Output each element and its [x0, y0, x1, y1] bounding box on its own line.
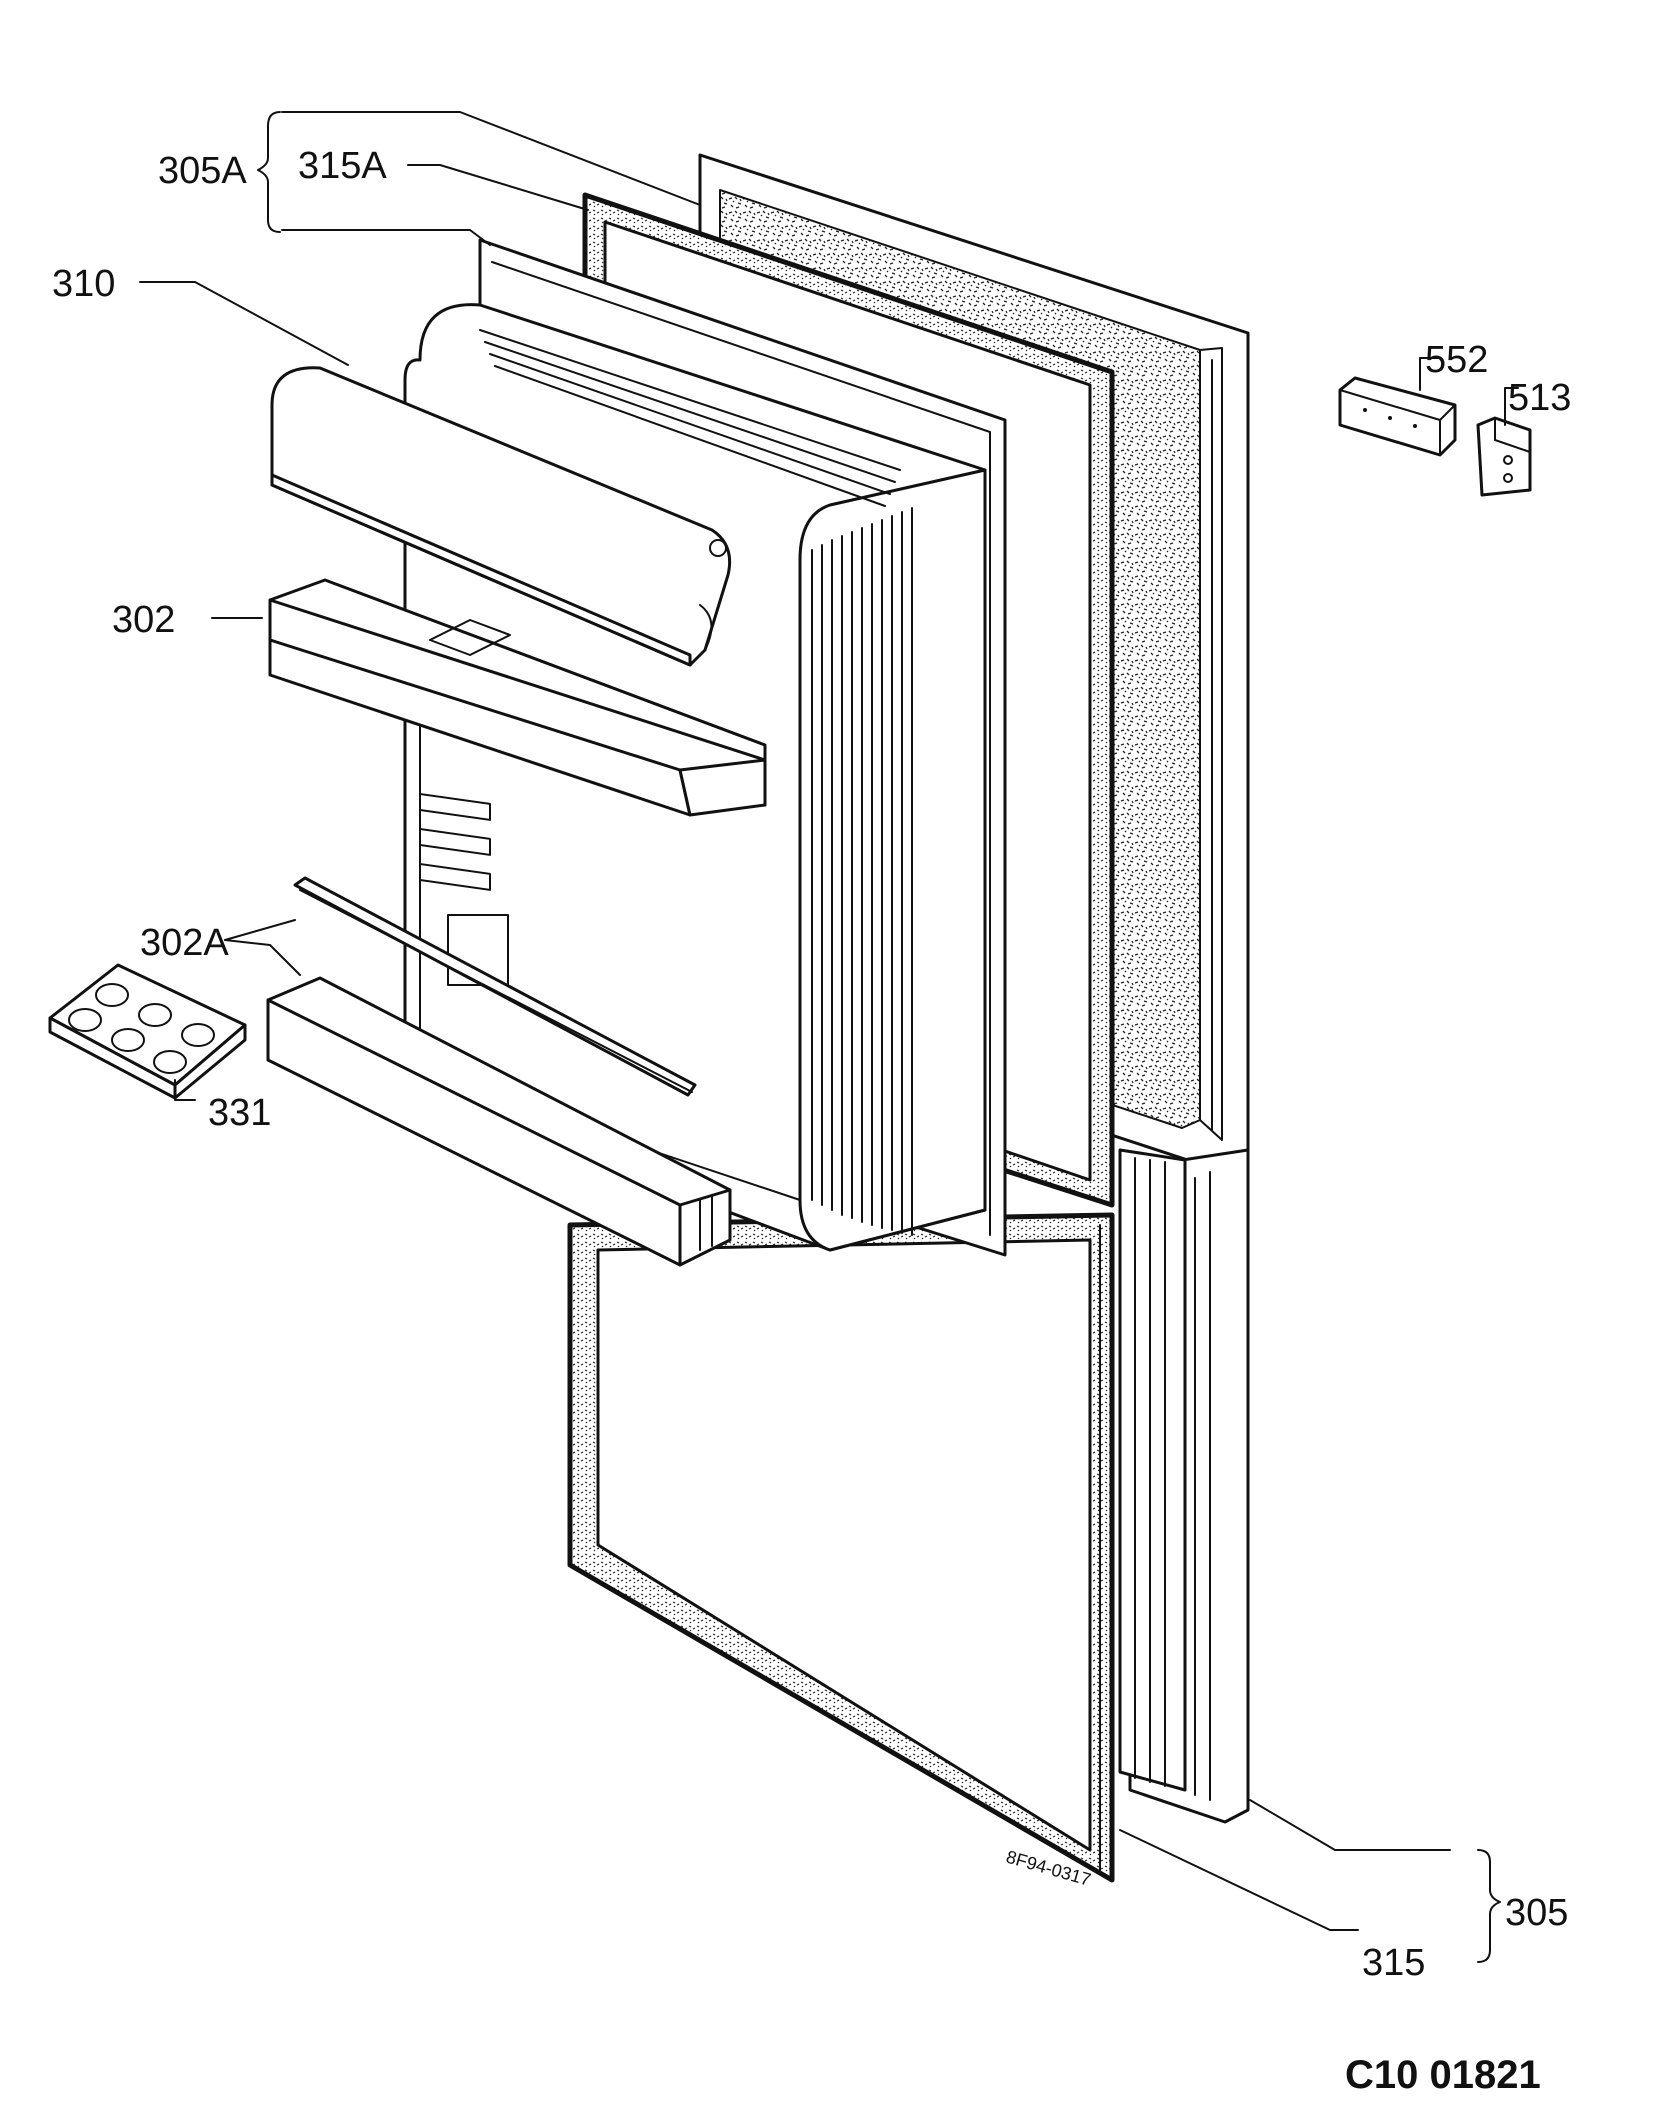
label-513: 513 — [1508, 377, 1571, 419]
label-315: 315 — [1362, 1942, 1425, 1984]
egg-tray-331 — [48, 963, 247, 1100]
label-331: 331 — [208, 1092, 271, 1134]
bottle-shelf-302a — [266, 876, 732, 1267]
hinge-plate-552 — [1338, 376, 1457, 457]
part-labels: 305A 315A 310 302 302A 331 552 513 305 3… — [52, 145, 1571, 2097]
hinge-bracket-513 — [1476, 416, 1532, 497]
label-305: 305 — [1505, 1892, 1568, 1934]
label-310: 310 — [52, 263, 115, 305]
shelf-cover-310 — [270, 366, 732, 667]
label-552: 552 — [1425, 339, 1488, 381]
drawing-code: C10 01821 — [1345, 2053, 1541, 2097]
door-shelf-302 — [268, 578, 767, 817]
lower-gasket — [567, 1212, 1115, 1883]
label-302: 302 — [112, 599, 175, 641]
leader-lines — [139, 111, 1519, 1963]
label-305a: 305A — [158, 150, 247, 192]
label-302a: 302A — [140, 922, 229, 964]
label-315a: 315A — [298, 145, 387, 187]
